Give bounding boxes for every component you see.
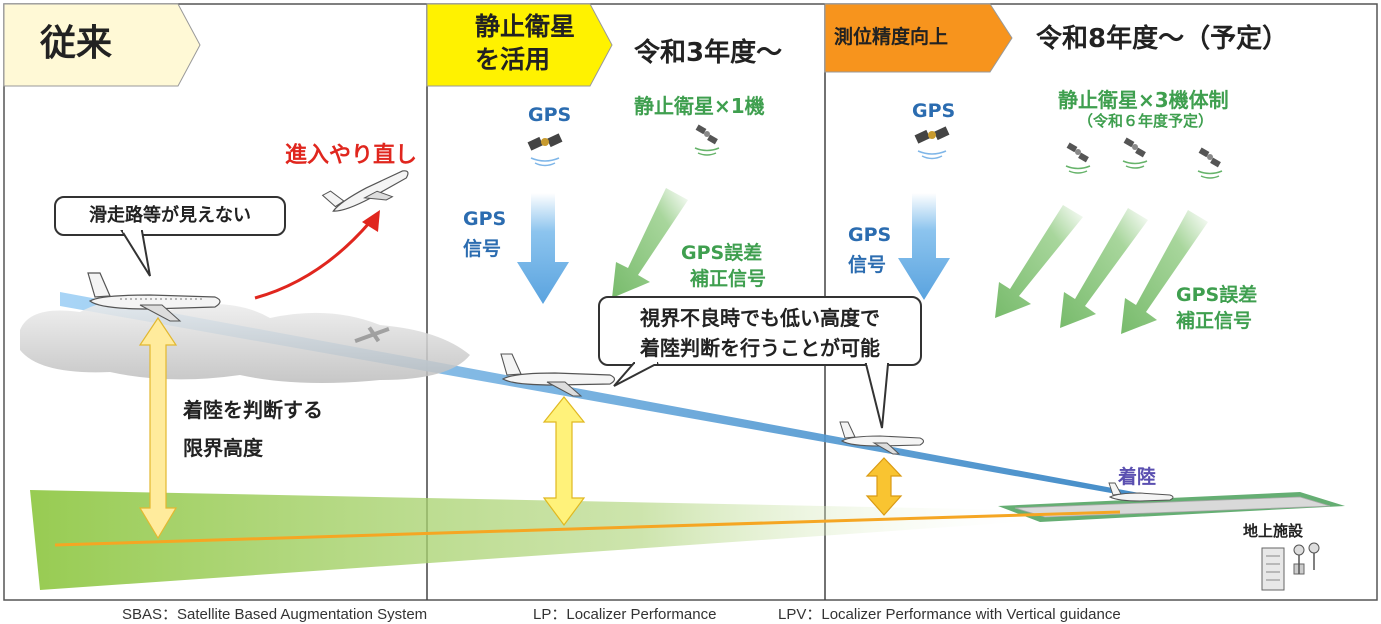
- gps-signal-label-line1: GPS: [463, 208, 507, 230]
- gps-satellite-label: GPS: [528, 104, 572, 126]
- footer-sbas: SBAS：Satellite Based Augmentation System: [122, 606, 428, 623]
- ground-facility-label: 地上施設: [1243, 522, 1304, 540]
- airplane-icon: [839, 421, 925, 455]
- callout-low-altitude-line2: 着陸判断を行うことが可能: [640, 336, 880, 360]
- satellite-period: 令和3年度～: [634, 38, 783, 68]
- geostationary-satellite-icon: [694, 124, 720, 156]
- footer-lpv: LPV：Localizer Performance with Vertical …: [778, 606, 1121, 623]
- airplane-icon: [500, 353, 616, 397]
- ground-facility-icon: [1261, 542, 1320, 591]
- improved-period: 令和8年度～（予定）: [1036, 24, 1289, 54]
- correction-signal-label-line2: 補正信号: [690, 268, 767, 290]
- ground-plane: [30, 490, 1050, 590]
- gps-signal-label-line2: 信号: [463, 238, 502, 260]
- airplane-shadow-icon: [354, 326, 390, 344]
- go-around-arrow: [254, 221, 372, 300]
- correction-signal-label-improved-line2: 補正信号: [1176, 310, 1253, 332]
- cloud: [20, 300, 470, 384]
- decision-height-arrow-improved: [865, 457, 903, 516]
- callout-low-altitude-line1: 視界不良時でも低い高度で: [640, 306, 880, 330]
- geo-satellite-label: 静止衛星×1機: [634, 94, 765, 118]
- gps-satellite-label-improved: GPS: [912, 100, 956, 122]
- callout-tail-left: [613, 360, 659, 387]
- geostationary-satellite-icon: [1122, 137, 1148, 169]
- diagram-frame: [3, 3, 1378, 601]
- correction-signal-label-line1: GPS誤差: [681, 242, 763, 264]
- decision-height-label-line1: 着陸を判断する: [183, 398, 323, 422]
- airplane-icon: [1108, 482, 1174, 502]
- satellite-label-line1: 静止衛星: [475, 12, 576, 41]
- decision-reference-line: [54, 510, 1121, 547]
- conventional-banner: [3, 3, 201, 87]
- callout-tail-right: [864, 362, 890, 429]
- callout-tail: [120, 230, 151, 277]
- gps-signal-label-improved-line1: GPS: [848, 224, 892, 246]
- satellite-label-line2: を活用: [475, 45, 551, 74]
- correction-signal-label-improved-line1: GPS誤差: [1176, 284, 1258, 306]
- decision-height-label-line2: 限界高度: [183, 436, 263, 460]
- decision-height-arrow-conventional: [138, 316, 178, 540]
- correction-signal-arrows-improved: [995, 205, 1208, 334]
- callout-runway-not-visible: 滑走路等が見えない: [54, 196, 286, 236]
- decision-height-arrow-satellite: [542, 396, 586, 527]
- gps-signal-arrow-improved: [898, 193, 950, 300]
- satellite-banner: [426, 3, 613, 87]
- gps-signal-label-improved-line2: 信号: [848, 254, 887, 276]
- correction-signal-arrow-satellite: [612, 188, 688, 298]
- geo-satellites-label-line2: （令和６年度予定）: [1078, 112, 1214, 130]
- geo-satellites-label-line1: 静止衛星×3機体制: [1058, 88, 1229, 112]
- callout-runway-not-visible-text: 滑走路等が見えない: [89, 205, 251, 226]
- footer-lp: LP：Localizer Performance: [533, 606, 717, 623]
- improved-label: 測位精度向上: [834, 26, 949, 48]
- gps-satellite-icon: [527, 133, 563, 167]
- airplane-icon: [321, 170, 409, 212]
- conventional-label: 従来: [40, 23, 113, 64]
- gps-satellite-icon: [914, 126, 950, 160]
- landing-label: 着陸: [1118, 466, 1157, 488]
- go-around-label: 進入やり直し: [285, 143, 418, 168]
- geostationary-satellite-icon: [1197, 147, 1223, 179]
- go-around-arrowhead: [362, 210, 380, 232]
- airplane-icon: [87, 272, 221, 322]
- callout-low-altitude-decision: 視界不良時でも低い高度で 着陸判断を行うことが可能: [598, 296, 922, 366]
- improved-banner: [824, 3, 1013, 73]
- geostationary-satellite-icon: [1065, 142, 1091, 174]
- gps-signal-arrow-satellite: [517, 193, 569, 304]
